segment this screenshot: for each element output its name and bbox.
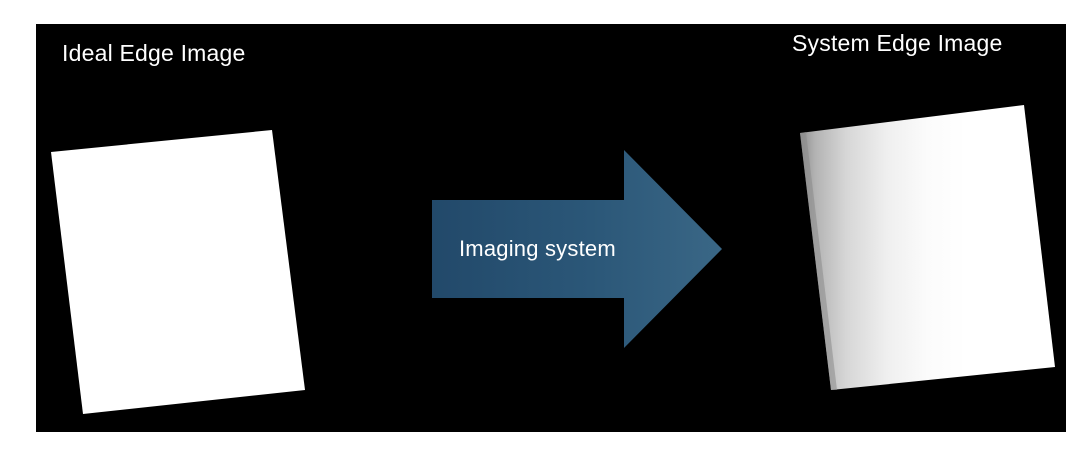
diagram-panel: Ideal Edge Image System Edge Image Imagi… (36, 24, 1066, 432)
ideal-edge-image (51, 130, 305, 414)
imaging-system-arrow (432, 150, 722, 348)
system-edge-image (800, 105, 1055, 390)
diagram-canvas (51, 105, 1055, 414)
ideal-edge-title: Ideal Edge Image (62, 40, 246, 66)
arrow-label: Imaging system (459, 236, 616, 261)
system-edge-title: System Edge Image (792, 30, 1003, 56)
